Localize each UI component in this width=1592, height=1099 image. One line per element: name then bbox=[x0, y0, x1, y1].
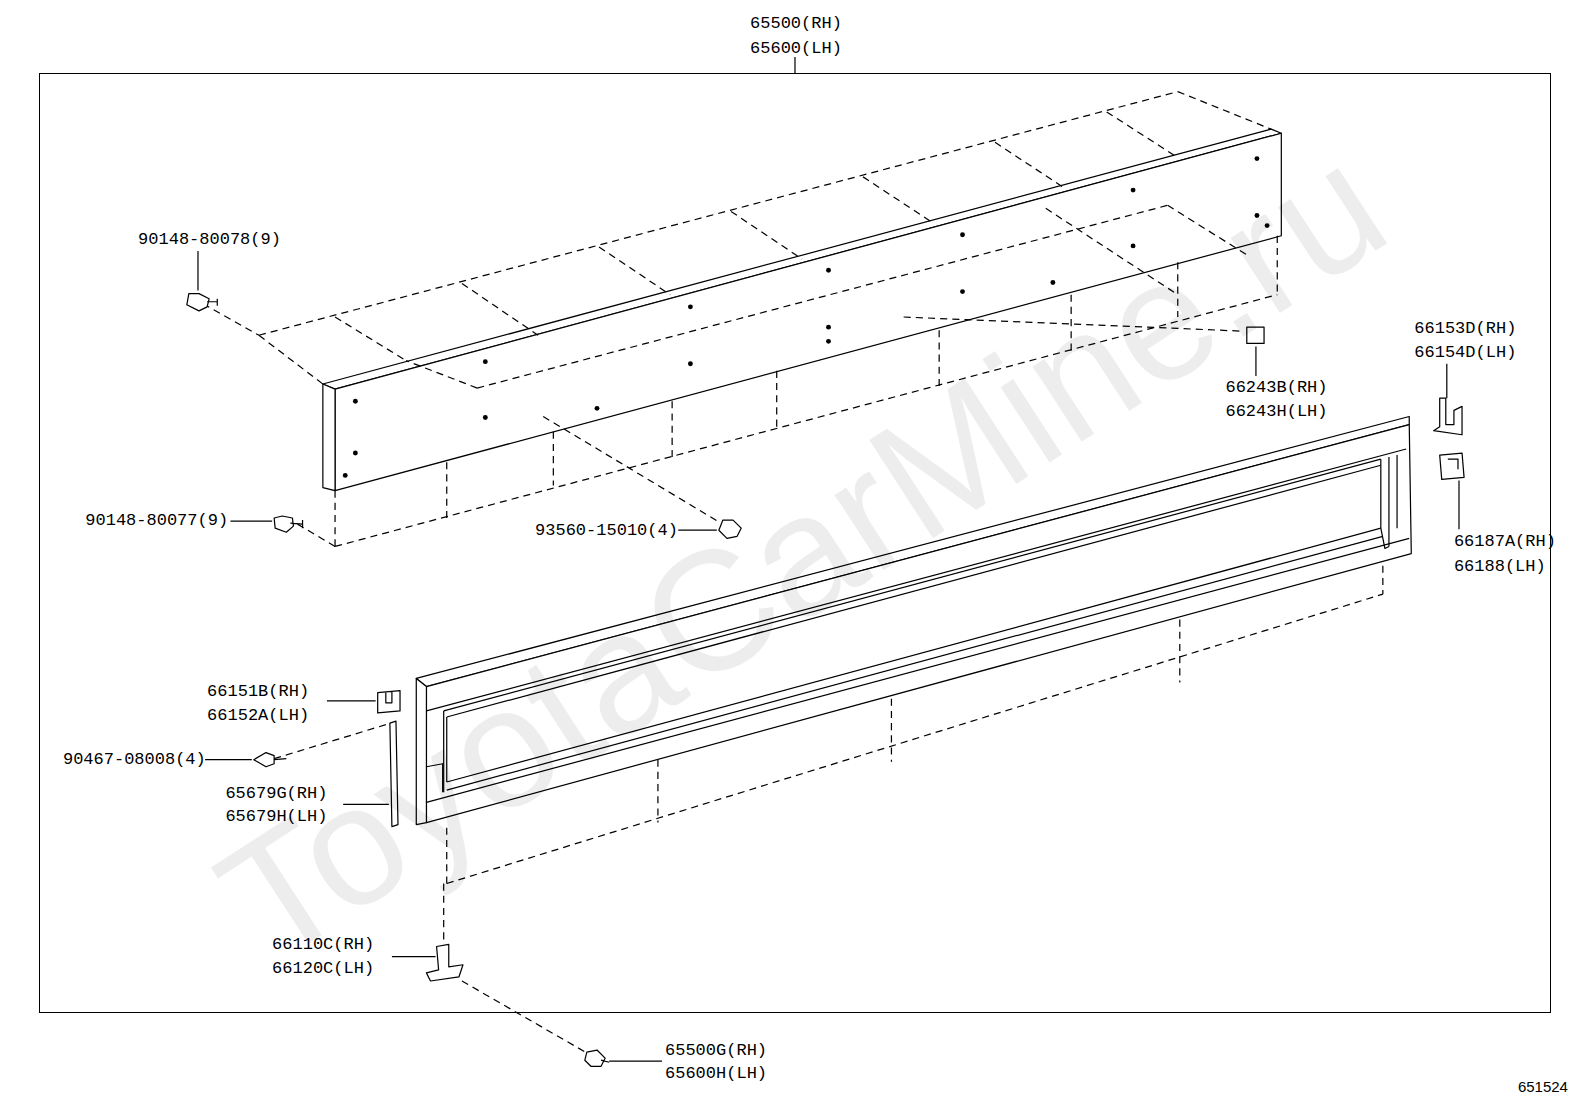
board bbox=[323, 129, 1281, 490]
assembly-part-number: 65500(RH) bbox=[750, 15, 842, 32]
part-number: 66110C(RH) bbox=[272, 936, 374, 953]
part-number: 93560-15010(4) bbox=[535, 521, 678, 538]
hinge-bracket bbox=[426, 944, 463, 981]
diagram-number: 651524 bbox=[1518, 1079, 1568, 1094]
part-number: 66153D(RH) bbox=[1414, 319, 1516, 336]
bolt bbox=[274, 516, 302, 532]
bolt bbox=[187, 294, 217, 311]
leader-lines bbox=[198, 251, 1459, 1061]
part-number: 66152A(LH) bbox=[207, 706, 309, 723]
clip bbox=[1440, 453, 1464, 479]
clip bbox=[1434, 398, 1462, 435]
part-number: 66120C(LH) bbox=[272, 959, 374, 976]
leader-line bbox=[794, 57, 795, 73]
part-number: 66151B(RH) bbox=[207, 683, 309, 700]
part-number: 65600H(LH) bbox=[665, 1065, 767, 1082]
part-number: 66243B(RH) bbox=[1225, 378, 1327, 395]
clip bbox=[254, 753, 286, 767]
part-number: 90467-08008(4) bbox=[63, 751, 206, 768]
label-plate bbox=[1247, 327, 1264, 343]
part-number: 65500G(RH) bbox=[665, 1041, 767, 1058]
part-number: 66187A(RH) bbox=[1454, 533, 1556, 550]
clip bbox=[378, 691, 400, 713]
board-holes bbox=[343, 156, 1270, 478]
part-number: 90148-80078(9) bbox=[138, 230, 281, 247]
part-number: 65679G(RH) bbox=[225, 784, 327, 801]
watermark: ToyotaCarMine.ru bbox=[193, 117, 1411, 990]
part-number: 65679H(LH) bbox=[225, 808, 327, 825]
weatherstrip bbox=[390, 721, 398, 827]
assembly-part-number: 65600(LH) bbox=[750, 39, 842, 56]
part-number: 90148-80077(9) bbox=[85, 511, 228, 528]
part-number: 66154D(LH) bbox=[1414, 344, 1516, 361]
screw bbox=[719, 520, 741, 538]
part-number: 66188(LH) bbox=[1454, 557, 1546, 574]
part-number: 66243H(LH) bbox=[1225, 403, 1327, 420]
rail-panel bbox=[416, 416, 1411, 824]
diagram-frame: 65500(RH)65600(LH) bbox=[39, 73, 1552, 1013]
bolt bbox=[585, 1050, 609, 1066]
